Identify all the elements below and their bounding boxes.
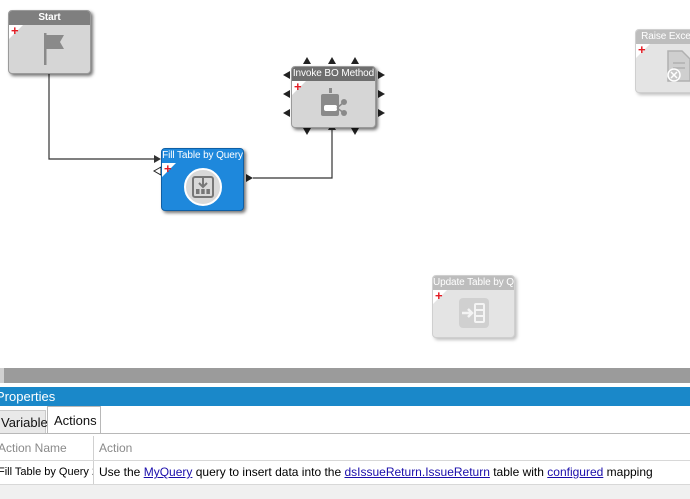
- tabs-divider: [0, 433, 690, 434]
- table-row-action-name[interactable]: Fill Table by Query 2: [0, 466, 93, 478]
- properties-tabs: Variables Actions: [0, 406, 690, 434]
- fill-table-by-query-node[interactable]: Fill Table by Query +: [161, 148, 244, 211]
- connector-arrowhead: [154, 155, 161, 163]
- expand-plus-icon[interactable]: +: [11, 23, 19, 38]
- expand-plus-icon[interactable]: +: [638, 42, 646, 57]
- fill-table-icon: [184, 168, 222, 206]
- mapping-link[interactable]: configured: [547, 465, 604, 479]
- expand-plus-icon[interactable]: +: [164, 161, 172, 176]
- raise-node-title: Raise Exception: [636, 30, 690, 44]
- workflow-connectors: [48, 57, 385, 182]
- expand-plus-icon[interactable]: +: [294, 79, 302, 94]
- start-node[interactable]: Start +: [8, 10, 91, 74]
- workflow-canvas[interactable]: Start + Invoke BO Method + Fill: [0, 0, 690, 368]
- connector-fill-to-invoke: [253, 130, 333, 179]
- start-node-title: Start: [9, 11, 90, 25]
- column-header-action-name[interactable]: Action Name: [0, 436, 93, 460]
- invoke-node-ports: [283, 57, 385, 135]
- properties-panel-header: Properties: [0, 387, 690, 406]
- row-divider: [0, 460, 690, 461]
- expand-plus-icon[interactable]: +: [435, 288, 443, 303]
- panel-bottom-strip: [0, 484, 690, 499]
- table-row-action-description: Use the MyQuery query to insert data int…: [99, 465, 653, 479]
- flag-icon: [44, 33, 64, 65]
- raise-exception-node[interactable]: Raise Exception +: [635, 29, 690, 93]
- invoke-bo-method-node[interactable]: Invoke BO Method +: [291, 66, 376, 128]
- raise-exception-icon: [667, 50, 690, 82]
- update-table-icon: [459, 298, 489, 328]
- tab-actions[interactable]: Actions: [47, 406, 101, 434]
- update-node-title: Update Table by Query: [433, 276, 514, 290]
- update-table-by-query-node[interactable]: Update Table by Query +: [432, 275, 515, 338]
- tab-variables[interactable]: Variables: [0, 410, 54, 433]
- fill-node-title: Fill Table by Query: [162, 149, 243, 163]
- dataset-table-link[interactable]: dsIssueReturn.IssueReturn: [344, 465, 490, 479]
- scrollbar-thumb[interactable]: [0, 368, 4, 383]
- canvas-horizontal-scrollbar[interactable]: [0, 368, 690, 383]
- actions-grid: Action Name Action Fill Table by Query 2…: [0, 436, 690, 484]
- business-object-method-icon: [321, 88, 347, 116]
- properties-title: Properties: [0, 389, 56, 404]
- connector-start-to-fill: [48, 74, 154, 160]
- invoke-node-title: Invoke BO Method: [292, 67, 375, 81]
- query-link[interactable]: MyQuery: [143, 465, 193, 479]
- column-header-action[interactable]: Action: [99, 436, 679, 460]
